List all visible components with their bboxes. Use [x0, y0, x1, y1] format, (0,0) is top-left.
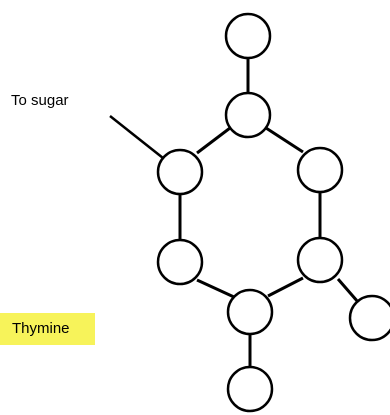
atom-top [224, 12, 272, 60]
sugar-pointer-line [109, 115, 164, 159]
atom-methyl [348, 294, 390, 342]
atom-circles [156, 12, 390, 413]
to-sugar-label: To sugar [11, 92, 69, 109]
atom-right-upper [296, 146, 344, 194]
atom-left-upper [156, 148, 204, 196]
thymine-name-label: Thymine [0, 313, 95, 345]
atom-left-lower [156, 238, 204, 286]
atom-bottom [226, 288, 274, 336]
bond-right-lower-to-bottom [267, 276, 304, 298]
atom-lowest [226, 365, 274, 413]
bond-left-lower-to-bottom [196, 278, 235, 299]
bond-lines [178, 57, 360, 368]
bond-right-lower-to-methyl [336, 278, 360, 303]
atom-right-lower [296, 236, 344, 284]
bond-upper-to-right-upper [265, 126, 304, 154]
atom-upper [224, 91, 272, 139]
bond-upper-to-left-upper [196, 126, 231, 155]
